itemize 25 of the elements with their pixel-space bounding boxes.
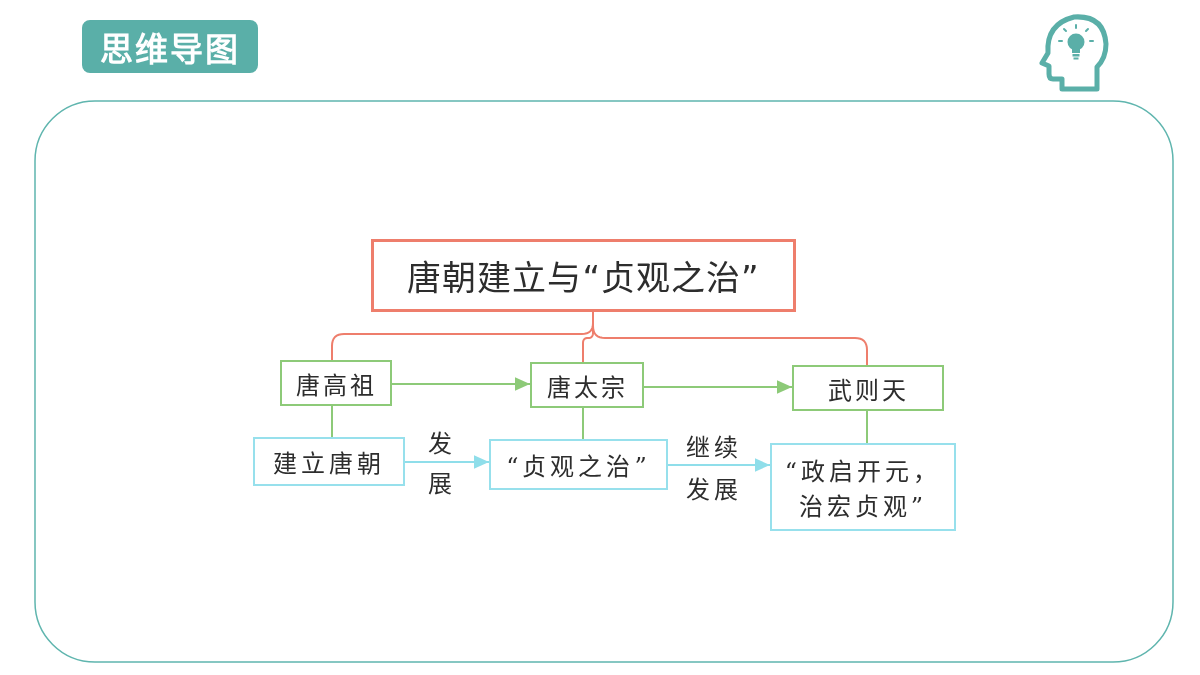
heading-badge: 思维导图 [82,20,258,73]
connector-line [331,405,333,438]
achievement-text: 建立唐朝 [273,449,385,479]
arrow [667,458,771,472]
edge-label: 继续发展 [686,433,743,506]
arrow [404,455,490,469]
connector-line [592,311,868,366]
achievement-box [770,443,956,531]
topic-title: 唐朝建立与“贞观之治” [407,257,760,300]
ruler-name: 唐高祖 [295,370,377,401]
achievement-text: “政启开元，治宏贞观” [783,457,943,522]
ruler-box [530,362,644,408]
arrow [391,377,531,391]
achievement-text: “贞观之治” [506,452,651,482]
ruler-box [280,360,392,406]
arrow [643,380,793,394]
achievement-box [489,439,668,490]
connector-line [582,407,584,440]
connector-line [866,410,868,444]
edge-label: 发展 [428,429,453,500]
ruler-name: 武则天 [827,375,909,406]
achievement-box [253,437,405,486]
ruler-name: 唐太宗 [546,372,628,403]
ruler-box [792,365,944,411]
topic-box [371,239,796,312]
